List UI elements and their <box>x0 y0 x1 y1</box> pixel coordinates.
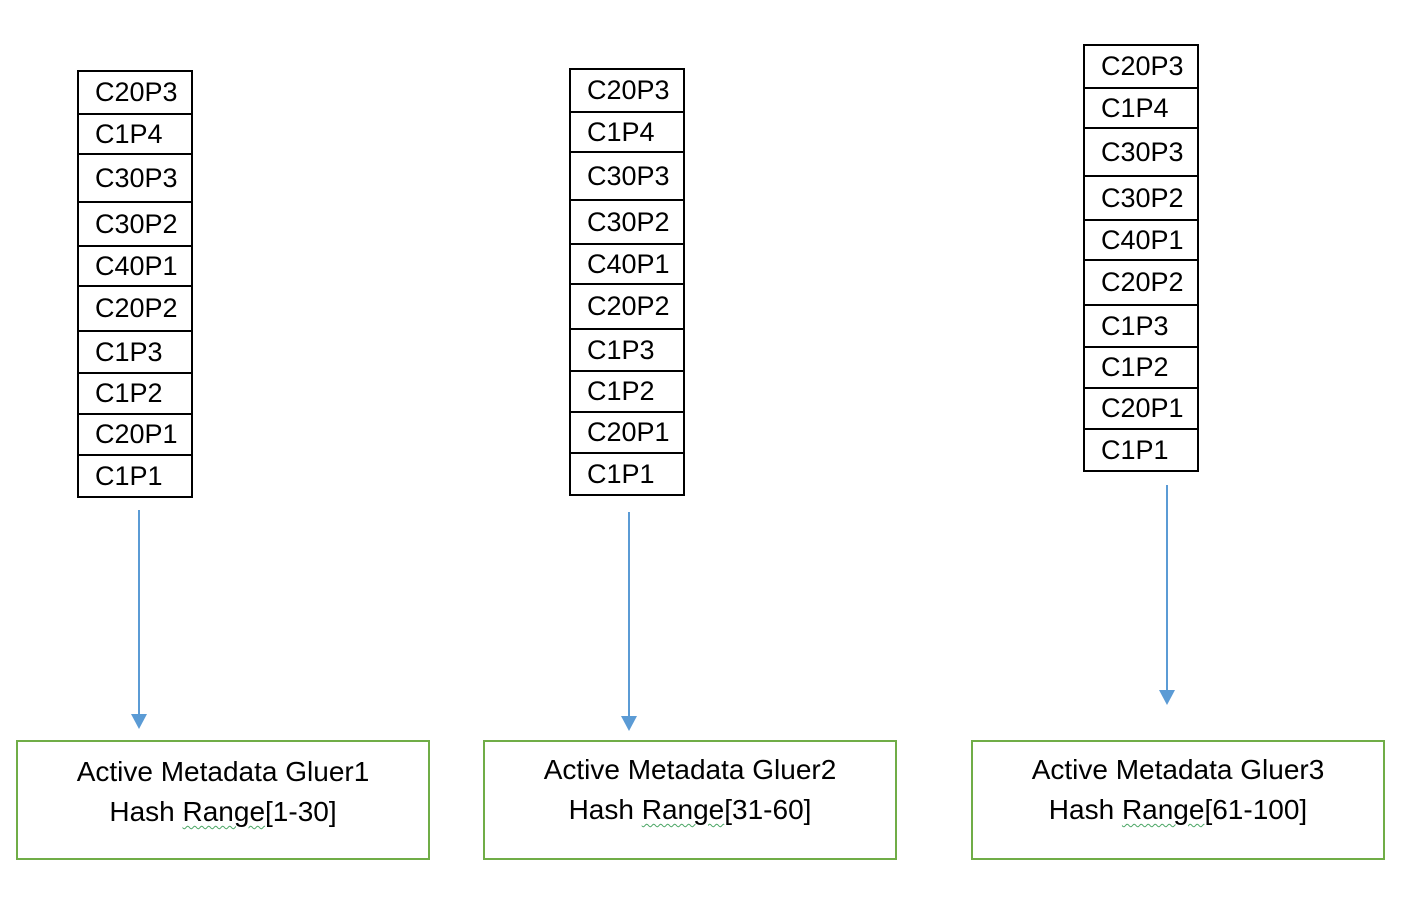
gluer-box-3: Active Metadata Gluer3 Hash Range[61-100… <box>971 740 1385 860</box>
partition-cell: C20P1 <box>1085 389 1197 430</box>
gluer-hash-range: Hash Range[61-100] <box>973 790 1383 830</box>
hash-range-value: [31-60] <box>724 794 812 825</box>
partition-cell: C20P3 <box>79 72 191 115</box>
spellcheck-word: Range <box>182 796 266 827</box>
partition-cell: C30P2 <box>79 203 191 247</box>
partition-cell: C20P3 <box>1085 46 1197 89</box>
gluer-title: Active Metadata Gluer2 <box>543 754 837 785</box>
partition-cell: C40P1 <box>571 245 683 285</box>
hash-label: Hash <box>568 794 642 825</box>
partition-cell: C1P4 <box>571 113 683 153</box>
partition-cell: C20P2 <box>571 285 683 330</box>
partition-cell: C1P3 <box>1085 306 1197 348</box>
partition-cell: C40P1 <box>1085 221 1197 261</box>
arrow-1 <box>131 510 147 729</box>
partition-cell: C1P2 <box>79 374 191 415</box>
gluer-hash-range: Hash Range[1-30] <box>18 792 428 832</box>
partition-cell: C20P2 <box>1085 261 1197 306</box>
partition-cell: C1P1 <box>587 458 655 489</box>
partition-cell: C30P2 <box>1085 177 1197 221</box>
arrow-2 <box>621 512 637 731</box>
partition-cell: C1P2 <box>571 372 683 413</box>
partition-cell: C20P2 <box>79 287 191 332</box>
hash-label: Hash <box>109 796 183 827</box>
partition-cell: C1P3 <box>571 330 683 372</box>
partition-cell: C20P1 <box>571 413 683 454</box>
hash-range-value: [61-100] <box>1204 794 1308 825</box>
partition-cell: C40P1 <box>79 247 191 287</box>
partition-stack-2: C20P3 C1P4 C30P3 C30P2 C40P1 C20P2 C1P3 … <box>569 68 685 496</box>
partition-cell: C20P3 <box>571 70 683 113</box>
gluer-title: Active Metadata Gluer1 <box>76 756 370 787</box>
partition-cell: C30P3 <box>1085 129 1197 177</box>
partition-cell: C1P1 <box>1101 434 1169 465</box>
gluer-box-2: Active Metadata Gluer2 Hash Range[31-60] <box>483 740 897 860</box>
arrow-3 <box>1159 485 1175 705</box>
partition-cell: C1P3 <box>79 332 191 374</box>
partition-cell: C1P4 <box>79 115 191 155</box>
partition-stack-3: C20P3 C1P4 C30P3 C30P2 C40P1 C20P2 C1P3 … <box>1083 44 1199 472</box>
partition-cell: C1P2 <box>1085 348 1197 389</box>
spellcheck-word: Range <box>1121 794 1205 825</box>
partition-cell: C30P3 <box>79 155 191 203</box>
partition-cell: C30P3 <box>571 153 683 201</box>
partition-stack-1: C20P3 C1P4 C30P3 C30P2 C40P1 C20P2 C1P3 … <box>77 70 193 498</box>
gluer-title: Active Metadata Gluer3 <box>1031 754 1325 785</box>
partition-cell: C1P4 <box>1085 89 1197 129</box>
partition-cell: C20P1 <box>79 415 191 456</box>
spellcheck-word: Range <box>641 794 725 825</box>
gluer-hash-range: Hash Range[31-60] <box>485 790 895 830</box>
partition-cell: C30P2 <box>571 201 683 245</box>
hash-range-value: [1-30] <box>265 796 337 827</box>
partition-cell: C1P1 <box>95 460 163 491</box>
gluer-box-1: Active Metadata Gluer1 Hash Range[1-30] <box>16 740 430 860</box>
hash-label: Hash <box>1048 794 1122 825</box>
